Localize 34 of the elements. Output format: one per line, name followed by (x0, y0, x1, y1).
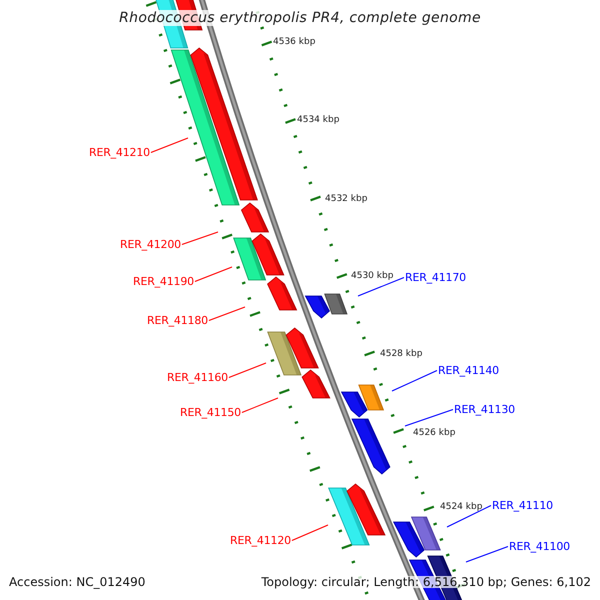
summary-text: Topology: circular; Length: 6,516,310 bp; Genes: 6,102 (261, 576, 591, 588)
scale-label: 4528 kbp (380, 350, 422, 359)
leader-line (208, 306, 246, 321)
scale-label: 4524 kbp (440, 503, 482, 512)
gene-label: RER_41140 (438, 365, 499, 376)
title: Rhodococcus erythropolis PR4, complete genome (117, 10, 483, 26)
leader-line (358, 277, 404, 296)
leader-line (241, 398, 278, 413)
gene-label: RER_41170 (405, 272, 466, 283)
scale-label: 4530 kbp (351, 272, 394, 281)
gene-label: RER_41100 (509, 541, 570, 552)
accession-text: Accession: NC_012490 (9, 576, 146, 588)
gene-label: RER_41150 (180, 407, 241, 418)
gene-label: RER_41160 (167, 372, 228, 383)
leader-line (446, 505, 492, 528)
leader-line (466, 546, 508, 562)
scale-label: 4534 kbp (297, 116, 340, 125)
leader-line (291, 524, 328, 541)
scale-label: 4526 kbp (413, 429, 456, 438)
scale-label: 4532 kbp (325, 195, 368, 204)
gene-label: RER_41180 (147, 315, 208, 326)
scale-label: 4536 kbp (273, 38, 316, 47)
leader-line (194, 266, 232, 282)
leader-line (181, 232, 218, 245)
leader-line (150, 138, 188, 153)
gene-label: RER_41210 (89, 147, 150, 158)
gene-label: RER_41190 (133, 276, 194, 287)
gene-label: RER_41130 (454, 404, 515, 415)
leader-line (404, 409, 454, 426)
gene-label: RER_41120 (230, 535, 291, 546)
leader-line (392, 370, 438, 392)
gene-label: RER_41200 (120, 239, 181, 250)
gene-label: RER_41110 (492, 500, 553, 511)
leader-line (228, 362, 266, 378)
